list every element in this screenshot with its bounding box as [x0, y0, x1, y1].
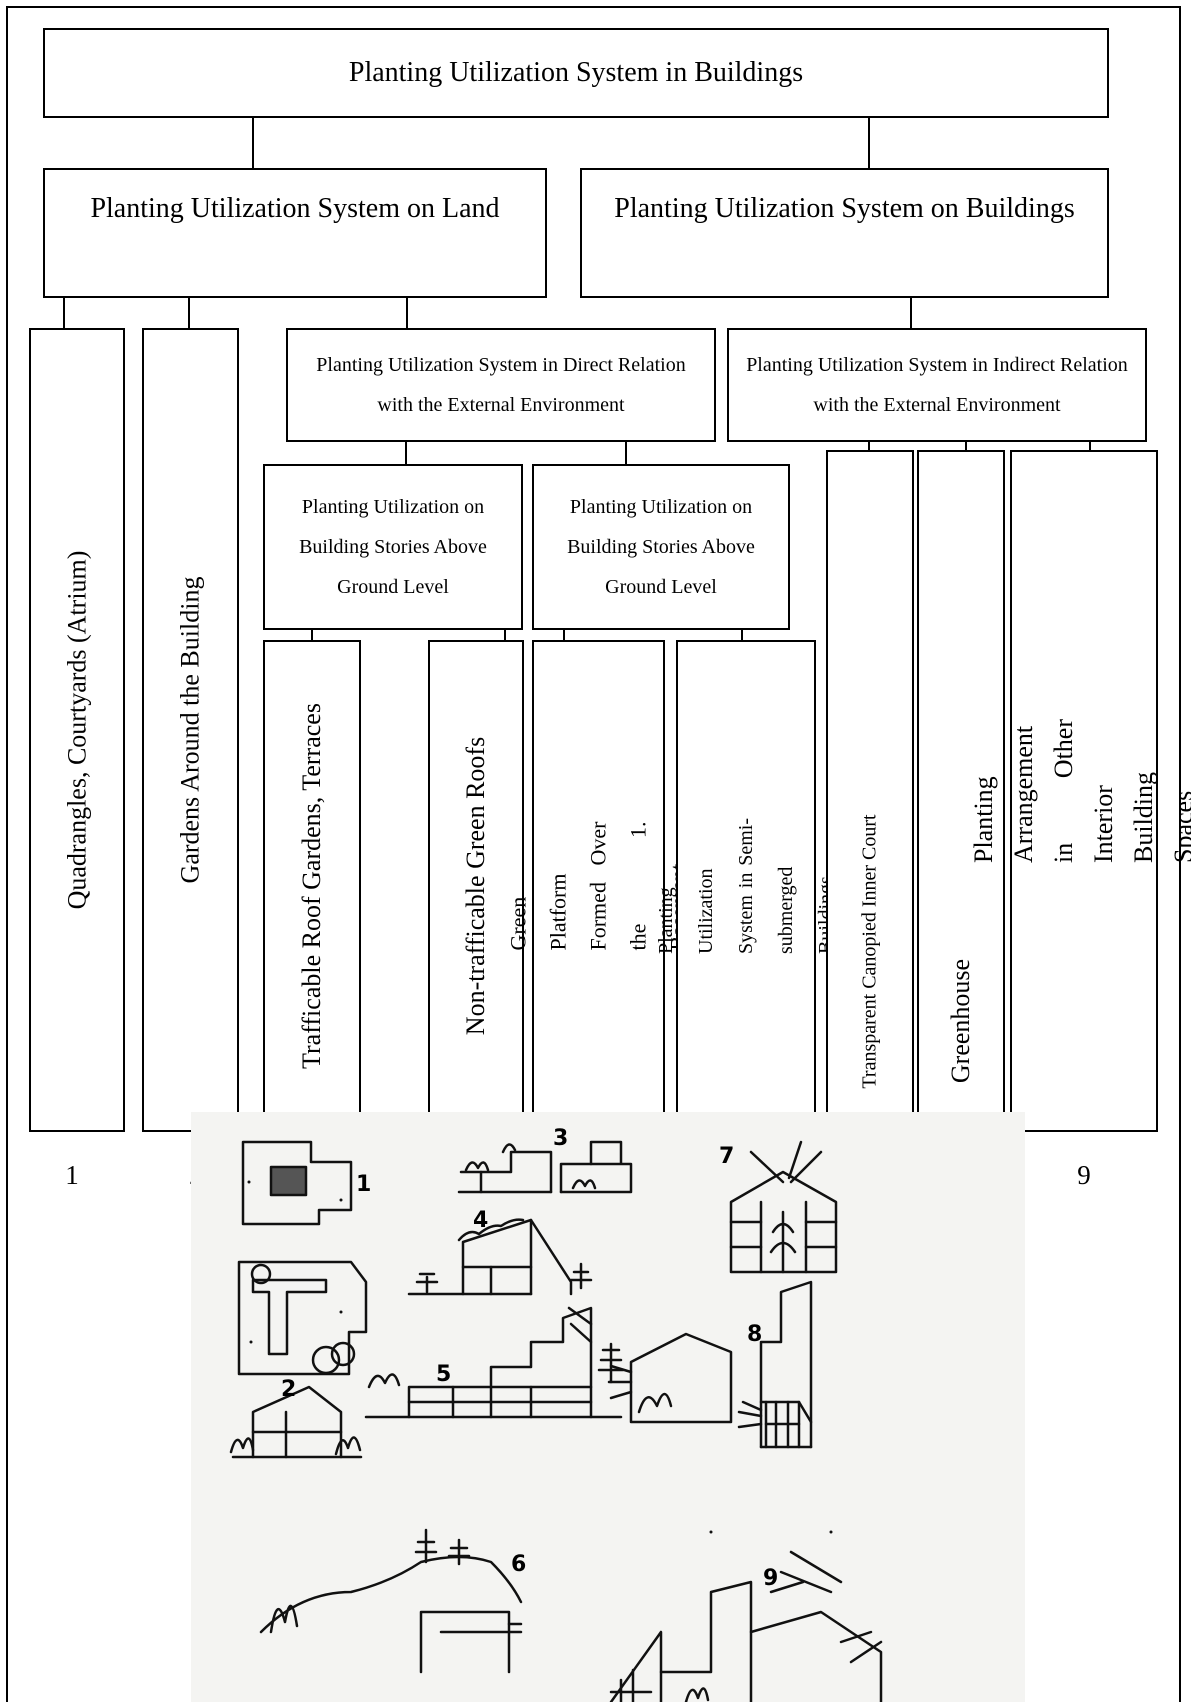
leaf-label-8: Greenhouse — [946, 958, 975, 1084]
sketch-green-roof — [407, 1218, 593, 1296]
leaf-box-7: Transparent Canopied Inner Court — [826, 450, 914, 1132]
leaf-number-9: 9 — [1077, 1160, 1091, 1190]
leaf-box-1: Quadrangles, Courtyards (Atrium) — [29, 328, 125, 1132]
sketch-label-7: 7 — [719, 1144, 735, 1169]
sketch-label-2: 2 — [281, 1377, 297, 1402]
above-ground-label-b: Planting Utilization on Building Stories… — [567, 496, 755, 598]
leaf-box-2: Gardens Around the Building — [142, 328, 239, 1132]
sketch-semi-building-interior — [607, 1332, 733, 1424]
leaf-box-5: Green Platform Formed Over the 1. Baseme… — [506, 640, 691, 1132]
buildings-system-box: Planting Utilization System on Buildings — [580, 168, 1109, 298]
sketch-interior-spaces — [609, 1550, 883, 1702]
leaf-box-9: Planting Arrangement in Other Interior B… — [969, 450, 1191, 1132]
leaf-label-2: Gardens Around the Building — [175, 576, 205, 884]
diagram-title: Planting Utilization System in Buildings — [348, 57, 804, 88]
sketch-label-3: 3 — [553, 1126, 569, 1151]
leaf-number-1: 1 — [65, 1160, 79, 1190]
leaf-label-7: Transparent Canopied Inner Court — [858, 813, 881, 1089]
above-ground-box-b: Planting Utilization on Building Stories… — [532, 464, 790, 630]
sketch-basement-platform — [364, 1306, 625, 1419]
sketch-label-1: 1 — [356, 1172, 372, 1197]
sketch-canopied-court — [729, 1140, 838, 1274]
sketch-label-5: 5 — [436, 1362, 452, 1387]
sketch-drawings — [229, 1140, 883, 1702]
sketch-dots — [247, 1180, 833, 1534]
direct-relation-box: Planting Utilization System in Direct Re… — [286, 328, 716, 442]
leaf-label-3: Trafficable Roof Gardens, Terraces — [297, 703, 326, 1069]
leaf-box-3: Trafficable Roof Gardens, Terraces — [263, 640, 361, 1132]
land-system-box: Planting Utilization System on Land — [43, 168, 547, 298]
sketch-terraces — [457, 1140, 633, 1194]
sketch-greenhouse — [737, 1280, 813, 1449]
leaf-label-4: Non-trafficable Green Roofs — [461, 736, 490, 1036]
leaf-label-9: Planting Arrangement in Other Interior B… — [969, 719, 1191, 863]
leaf-box-6: Planting Utilization System in Semi-subm… — [655, 640, 837, 1132]
indirect-relation-box: Planting Utilization System in Indirect … — [727, 328, 1147, 442]
sketch-label-4: 4 — [473, 1208, 489, 1233]
sketch-garden-elevation — [229, 1385, 363, 1459]
sketch-label-9: 9 — [763, 1566, 779, 1591]
sketch-courtyard-plan — [241, 1140, 353, 1226]
sketch-garden-plan — [237, 1260, 368, 1376]
land-system-label: Planting Utilization System on Land — [90, 193, 500, 224]
leaf-box-8: Greenhouse — [917, 450, 1005, 1132]
leaf-label-1: Quadrangles, Courtyards (Atrium) — [62, 550, 92, 910]
sketch-label-6: 6 — [511, 1552, 527, 1577]
leaf-box-4: Non-trafficable Green Roofs — [428, 640, 524, 1132]
indirect-relation-label: Planting Utilization System in Indirect … — [746, 354, 1128, 416]
building-sketches-illustration: 1 2 3 4 5 6 7 8 9 — [191, 1112, 1025, 1702]
above-ground-label-a: Planting Utilization on Building Stories… — [299, 496, 487, 598]
outer-frame — [6, 6, 1181, 1702]
above-ground-box-a: Planting Utilization on Building Stories… — [263, 464, 523, 630]
buildings-system-label: Planting Utilization System on Buildings — [614, 193, 1075, 224]
title-box: Planting Utilization System in Buildings — [43, 28, 1109, 118]
leaf-label-6: Planting Utilization System in Semi-subm… — [655, 818, 837, 954]
sketch-semi-submerged — [259, 1528, 523, 1674]
sketch-label-8: 8 — [747, 1322, 763, 1347]
direct-relation-label: Planting Utilization System in Direct Re… — [316, 354, 686, 416]
